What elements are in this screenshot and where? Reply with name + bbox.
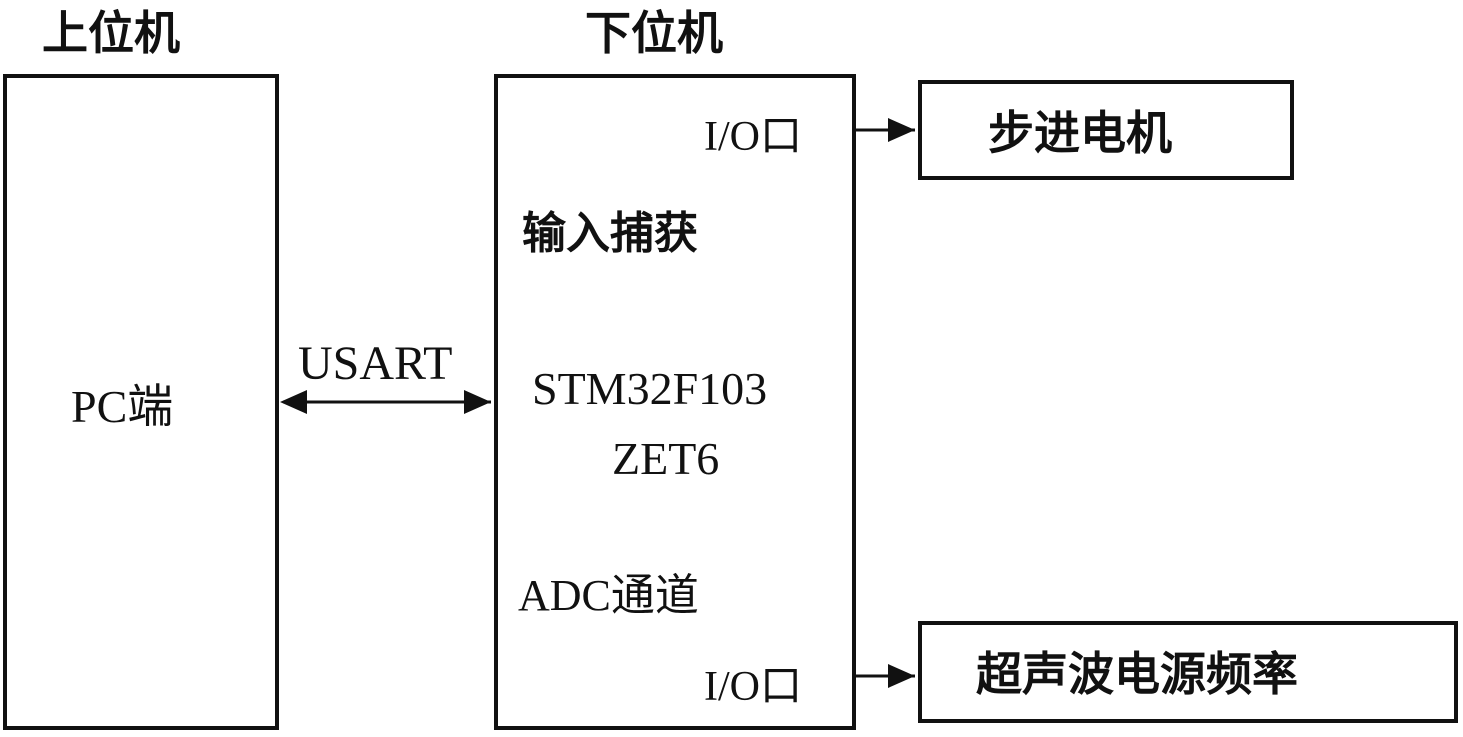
mcu-model-line1: STM32F103	[532, 363, 768, 414]
upper-computer-heading: 上位机	[42, 6, 180, 60]
input-capture-label: 输入捕获	[522, 208, 698, 259]
mcu-box: I/O口 输入捕获 STM32F103 ZET6 ADC通道 I/O口	[494, 74, 856, 730]
pc-label: PC端	[71, 381, 174, 432]
stepper-motor-label: 步进电机	[988, 106, 1172, 160]
stepper-motor-box: 步进电机	[918, 80, 1294, 180]
ultrasonic-power-box: 超声波电源频率	[918, 621, 1458, 723]
lower-computer-heading: 下位机	[585, 6, 723, 60]
pc-box: PC端	[3, 74, 279, 730]
ultrasonic-power-label: 超声波电源频率	[976, 647, 1298, 701]
io-port-bottom-label: I/O口	[704, 664, 802, 710]
mcu-model-line2: ZET6	[612, 433, 720, 484]
usart-label: USART	[298, 337, 453, 390]
io-port-top-label: I/O口	[704, 114, 802, 160]
adc-channel-label: ADC通道	[518, 571, 699, 620]
